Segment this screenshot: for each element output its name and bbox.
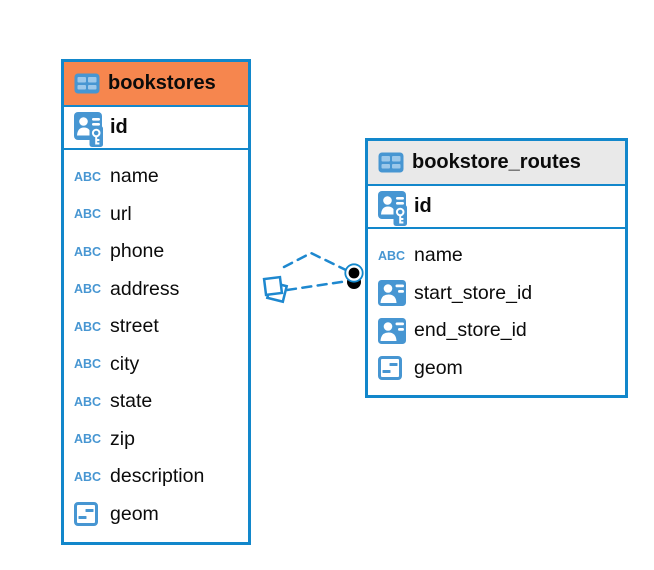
relationship-line-upper bbox=[282, 251, 352, 274]
column-name: id bbox=[414, 195, 432, 217]
column-name: zip bbox=[110, 427, 135, 450]
foreign-key-icon bbox=[378, 280, 408, 307]
column-name: name bbox=[414, 244, 463, 267]
column-name: description bbox=[110, 465, 205, 488]
column-row[interactable]: ABC name bbox=[368, 237, 625, 275]
column-row[interactable]: ABC phone bbox=[64, 233, 248, 271]
text-type-icon: ABC bbox=[74, 319, 102, 334]
table-title: bookstores bbox=[108, 72, 216, 94]
table-bookstore-routes-header[interactable]: bookstore_routes bbox=[368, 141, 625, 186]
column-row[interactable]: ABC city bbox=[64, 346, 248, 384]
text-type-icon: ABC bbox=[74, 357, 102, 372]
table-bookstores[interactable]: bookstores id A bbox=[61, 59, 251, 545]
column-name: street bbox=[110, 315, 159, 338]
column-name: phone bbox=[110, 240, 165, 263]
text-type-icon: ABC bbox=[74, 169, 102, 184]
text-type-icon: ABC bbox=[74, 394, 102, 409]
geometry-type-icon bbox=[74, 502, 104, 527]
primary-key-icon bbox=[378, 190, 408, 228]
relationship-source-marker[interactable] bbox=[262, 275, 289, 304]
column-name: start_store_id bbox=[414, 281, 533, 304]
column-row-pk[interactable]: id bbox=[368, 186, 625, 229]
column-row[interactable]: geom bbox=[368, 350, 625, 388]
text-type-icon: ABC bbox=[74, 432, 102, 447]
table-title: bookstore_routes bbox=[412, 151, 581, 173]
column-name: id bbox=[110, 116, 128, 138]
column-name: address bbox=[110, 277, 180, 300]
primary-key-icon bbox=[74, 111, 104, 149]
table-icon bbox=[74, 73, 100, 94]
column-row[interactable]: ABC name bbox=[64, 158, 248, 196]
column-row[interactable]: ABC description bbox=[64, 458, 248, 496]
column-row[interactable]: geom bbox=[64, 496, 248, 534]
foreign-key-icon bbox=[378, 317, 408, 344]
column-name: url bbox=[110, 202, 132, 225]
text-type-icon: ABC bbox=[378, 248, 406, 263]
column-row[interactable]: ABC zip bbox=[64, 421, 248, 459]
column-row[interactable]: ABC url bbox=[64, 196, 248, 234]
relationship-line-lower bbox=[285, 279, 350, 292]
geometry-type-icon bbox=[378, 356, 408, 381]
table-bookstores-header[interactable]: bookstores bbox=[64, 62, 248, 107]
column-name: end_store_id bbox=[414, 319, 527, 342]
column-row[interactable]: end_store_id bbox=[368, 312, 625, 350]
text-type-icon: ABC bbox=[74, 469, 102, 484]
column-row[interactable]: start_store_id bbox=[368, 275, 625, 313]
table-icon bbox=[378, 152, 404, 173]
text-type-icon: ABC bbox=[74, 282, 102, 297]
table-bookstore-routes[interactable]: bookstore_routes id bbox=[365, 138, 628, 398]
column-row[interactable]: ABC state bbox=[64, 383, 248, 421]
relationship-target-marker[interactable] bbox=[344, 263, 364, 289]
column-name: name bbox=[110, 165, 159, 188]
column-name: city bbox=[110, 352, 140, 375]
column-row[interactable]: ABC street bbox=[64, 308, 248, 346]
column-name: geom bbox=[414, 356, 463, 379]
text-type-icon: ABC bbox=[74, 244, 102, 259]
column-name: geom bbox=[110, 502, 159, 525]
column-name: state bbox=[110, 390, 153, 413]
column-row[interactable]: ABC address bbox=[64, 271, 248, 309]
column-row-pk[interactable]: id bbox=[64, 107, 248, 150]
text-type-icon: ABC bbox=[74, 207, 102, 222]
